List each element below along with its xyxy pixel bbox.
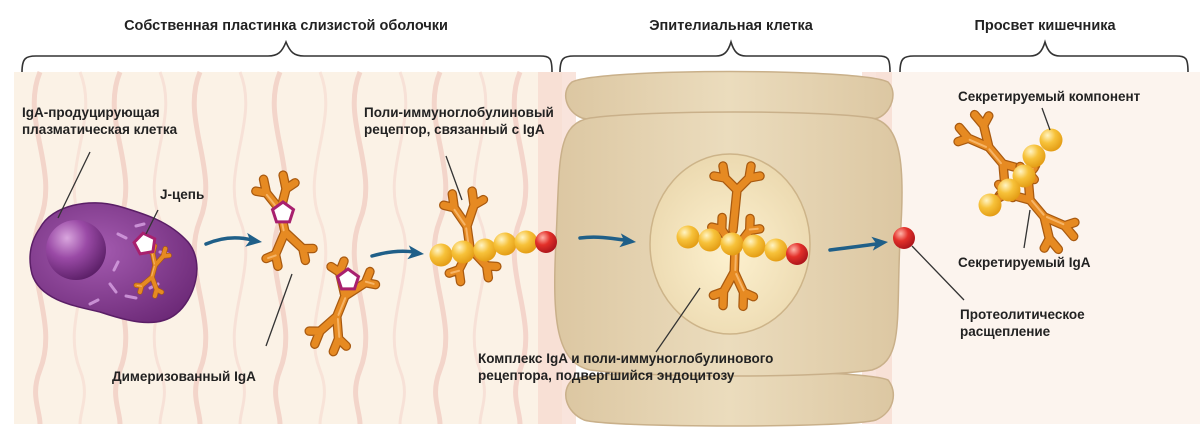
leader-lines [57, 107, 1051, 353]
secretory-component-beads [978, 128, 1063, 217]
cleavage-site-icon [786, 243, 808, 265]
plasma-cell [29, 202, 198, 324]
section-header-epithelial-cell: Эпителиальная клетка [649, 18, 813, 34]
intestinal-lumen-region [876, 72, 1200, 424]
section-header-intestinal-lumen: Просвет кишечника [974, 18, 1116, 34]
process-arrows [204, 232, 889, 261]
proteolytic-cleavage-label-line-1: Протеолитическое [960, 307, 1085, 322]
j-chain-label: J-цепь [160, 187, 205, 202]
receptor-label-line-1: Поли-иммуноглобулиновый [364, 105, 554, 120]
receptor-beads [429, 230, 538, 267]
plasma-cell-nucleus [46, 220, 106, 280]
endocytosed-complex-label-line-2: рецептора, подвергшийся эндоцитозу [478, 368, 735, 383]
plasma-cell-label-line-2: плазматическая клетка [22, 122, 178, 137]
proteolytic-cleavage-label-line-2: расщепление [960, 324, 1051, 339]
receptor-label-line-2: рецептор, связанный с IgA [364, 122, 545, 137]
section-braces [21, 39, 1189, 73]
section-header-lamina-propria: Собственная пластинка слизистой оболочки [124, 18, 448, 34]
dimeric-iga-label: Димеризованный IgA [112, 369, 256, 384]
cleaved-fragment-icon [893, 227, 915, 249]
endocytosed-complex [676, 161, 808, 307]
endocytosed-complex-label-line-1: Комплекс IgA и поли-иммуноглобулинового [478, 351, 774, 366]
plasma-cell-label-line-1: IgA-продуцирующая [22, 105, 160, 120]
receptor-label: Поли-иммуноглобулиновый рецептор, связан… [364, 104, 554, 138]
proteolytic-cleavage-label: Протеолитическое расщепление [960, 306, 1085, 340]
secretory-iga [949, 106, 1085, 259]
plasma-cell-label: IgA-продуцирующая плазматическая клетка [22, 104, 177, 138]
secretory-iga-label: Секретируемый IgA [958, 255, 1091, 270]
endocytosed-complex-label: Комплекс IgA и поли-иммуноглобулинового … [478, 350, 773, 384]
receptor-bound-iga [429, 189, 557, 283]
secretory-component-label: Секретируемый компонент [958, 89, 1141, 104]
cleavage-site-icon [535, 231, 557, 253]
